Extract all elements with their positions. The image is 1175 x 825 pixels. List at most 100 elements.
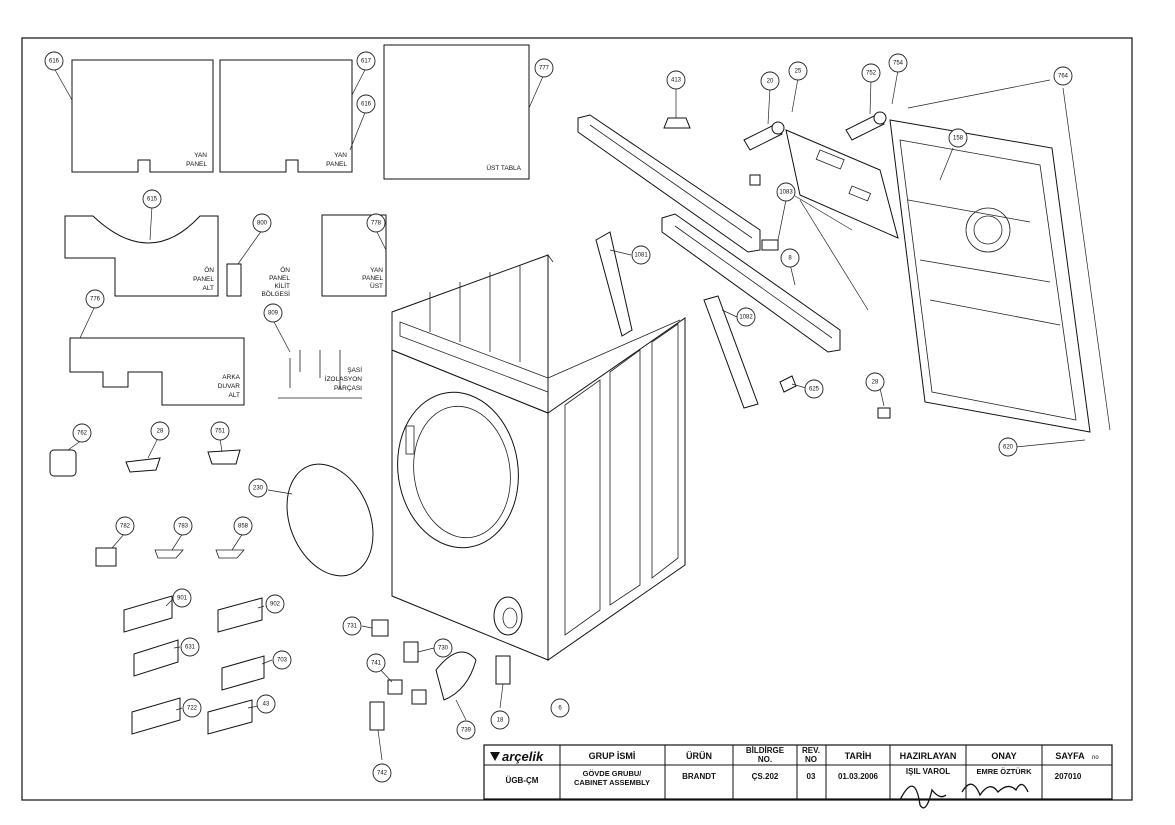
callout-number: 616 xyxy=(361,102,372,108)
callout-158: 158 xyxy=(948,128,968,148)
part-741 xyxy=(387,679,427,705)
header-grup: GRUP İSMİ xyxy=(589,751,636,761)
callout-circle xyxy=(788,61,808,81)
callout-number: 620 xyxy=(1003,445,1014,451)
part-858 xyxy=(215,549,245,559)
part-yan-panel-1: YAN PANEL xyxy=(71,59,214,173)
callout-28b: 28 xyxy=(150,421,170,441)
callout-number: 18 xyxy=(497,718,504,724)
callout-circle xyxy=(142,189,162,209)
callout-circle xyxy=(456,720,476,740)
panel-label-line: PARÇASI xyxy=(334,385,362,392)
part-pin-20 xyxy=(743,121,785,151)
callout-circle xyxy=(998,437,1018,457)
panel-label-line: PANEL xyxy=(193,276,214,283)
callout-number: 751 xyxy=(215,429,226,435)
callout-circle xyxy=(490,710,510,730)
callout-circle xyxy=(182,698,202,718)
value-tarih: 01.03.2006 xyxy=(838,772,879,781)
panel-label-line: ARKA xyxy=(222,374,240,381)
callout-circle xyxy=(150,421,170,441)
callout-739: 739 xyxy=(456,720,476,740)
callout-circle xyxy=(85,289,105,309)
callout-230: 230 xyxy=(248,478,268,498)
callout-number: 800 xyxy=(257,221,268,227)
callout-number: 6 xyxy=(558,706,562,712)
callout-circle xyxy=(265,594,285,614)
panel-label-line: PANEL xyxy=(269,275,290,282)
panel-label-line: ALT xyxy=(229,392,240,399)
callout-circle xyxy=(1053,66,1073,86)
callout-circle xyxy=(366,653,386,673)
callout-circle xyxy=(72,423,92,443)
callout-circle xyxy=(366,213,386,233)
part-739 xyxy=(435,651,477,701)
logo-mark-icon xyxy=(490,752,500,761)
part-back-panel xyxy=(889,119,1091,433)
callout-circle xyxy=(433,638,453,658)
callout-circle xyxy=(256,694,276,714)
part-731 xyxy=(371,619,389,637)
callout-20: 20 xyxy=(760,71,780,91)
value-bildirge: ÇS.202 xyxy=(752,772,779,781)
part-support-1082 xyxy=(703,295,759,409)
callout-circle xyxy=(534,58,554,78)
callout-number: 762 xyxy=(77,431,88,437)
callout-742: 742 xyxy=(372,763,392,783)
callout-722: 722 xyxy=(182,698,202,718)
callout-number: 754 xyxy=(893,61,904,67)
part-pin-752 xyxy=(845,111,887,141)
callout-number: 722 xyxy=(187,706,198,712)
panel-label-line: ÖN xyxy=(280,266,290,274)
callout-800: 800 xyxy=(252,213,272,233)
callout-circle xyxy=(550,698,570,718)
callout-number: 625 xyxy=(809,387,820,393)
callout-616: 616 xyxy=(44,51,64,71)
part-cabinet xyxy=(391,254,686,661)
callout-741: 741 xyxy=(366,653,386,673)
panel-label-line: PANEL xyxy=(186,161,207,168)
callout-625: 625 xyxy=(804,379,824,399)
part-18 xyxy=(495,655,511,685)
part-bracket-plate xyxy=(785,129,899,239)
value-grup: CABINET ASSEMBLY xyxy=(574,778,650,787)
part-762 xyxy=(49,449,77,477)
callout-776: 776 xyxy=(85,289,105,309)
callout-number: 615 xyxy=(147,197,158,203)
callout-circle xyxy=(888,53,908,73)
callout-number: 616 xyxy=(49,59,60,65)
callout-number: 764 xyxy=(1058,74,1069,80)
brand-name: arçelik xyxy=(502,749,544,764)
callout-number: 25 xyxy=(795,69,802,75)
callout-number: 730 xyxy=(438,646,449,652)
callout-43: 43 xyxy=(256,694,276,714)
title-block-frame xyxy=(483,744,1113,800)
part-yan-panel-2: YAN PANEL xyxy=(219,59,353,173)
callout-number: 858 xyxy=(238,524,249,530)
part-901 xyxy=(123,595,173,633)
callout-circle xyxy=(776,182,796,202)
part-43 xyxy=(207,699,253,735)
callout-777: 777 xyxy=(534,58,554,78)
callout-number: 158 xyxy=(953,136,964,142)
callout-number: 28 xyxy=(872,380,879,386)
callout-circle xyxy=(172,588,192,608)
callout-number: 413 xyxy=(671,78,682,84)
value-onay: EMRE ÖZTÜRK xyxy=(977,767,1033,776)
part-arka-duvar-alt: ARKA DUVAR ALT xyxy=(69,337,245,406)
header-sayfa: SAYFA xyxy=(1055,751,1085,761)
callout-902: 902 xyxy=(265,594,285,614)
callout-number: 777 xyxy=(539,66,550,72)
part-small-clips xyxy=(749,174,891,419)
panel-label-line: İZOLASYON xyxy=(325,374,363,383)
header-bildirge: NO. xyxy=(758,755,772,764)
header-urun: ÜRÜN xyxy=(686,751,712,761)
callout-25: 25 xyxy=(788,61,808,81)
callout-number: 742 xyxy=(377,771,388,777)
callout-circle xyxy=(666,70,686,90)
callout-circle xyxy=(252,213,272,233)
callout-number: 1082 xyxy=(739,315,753,321)
value-grup: GÖVDE GRUBU/ xyxy=(583,769,643,778)
callout-703: 703 xyxy=(272,650,292,670)
